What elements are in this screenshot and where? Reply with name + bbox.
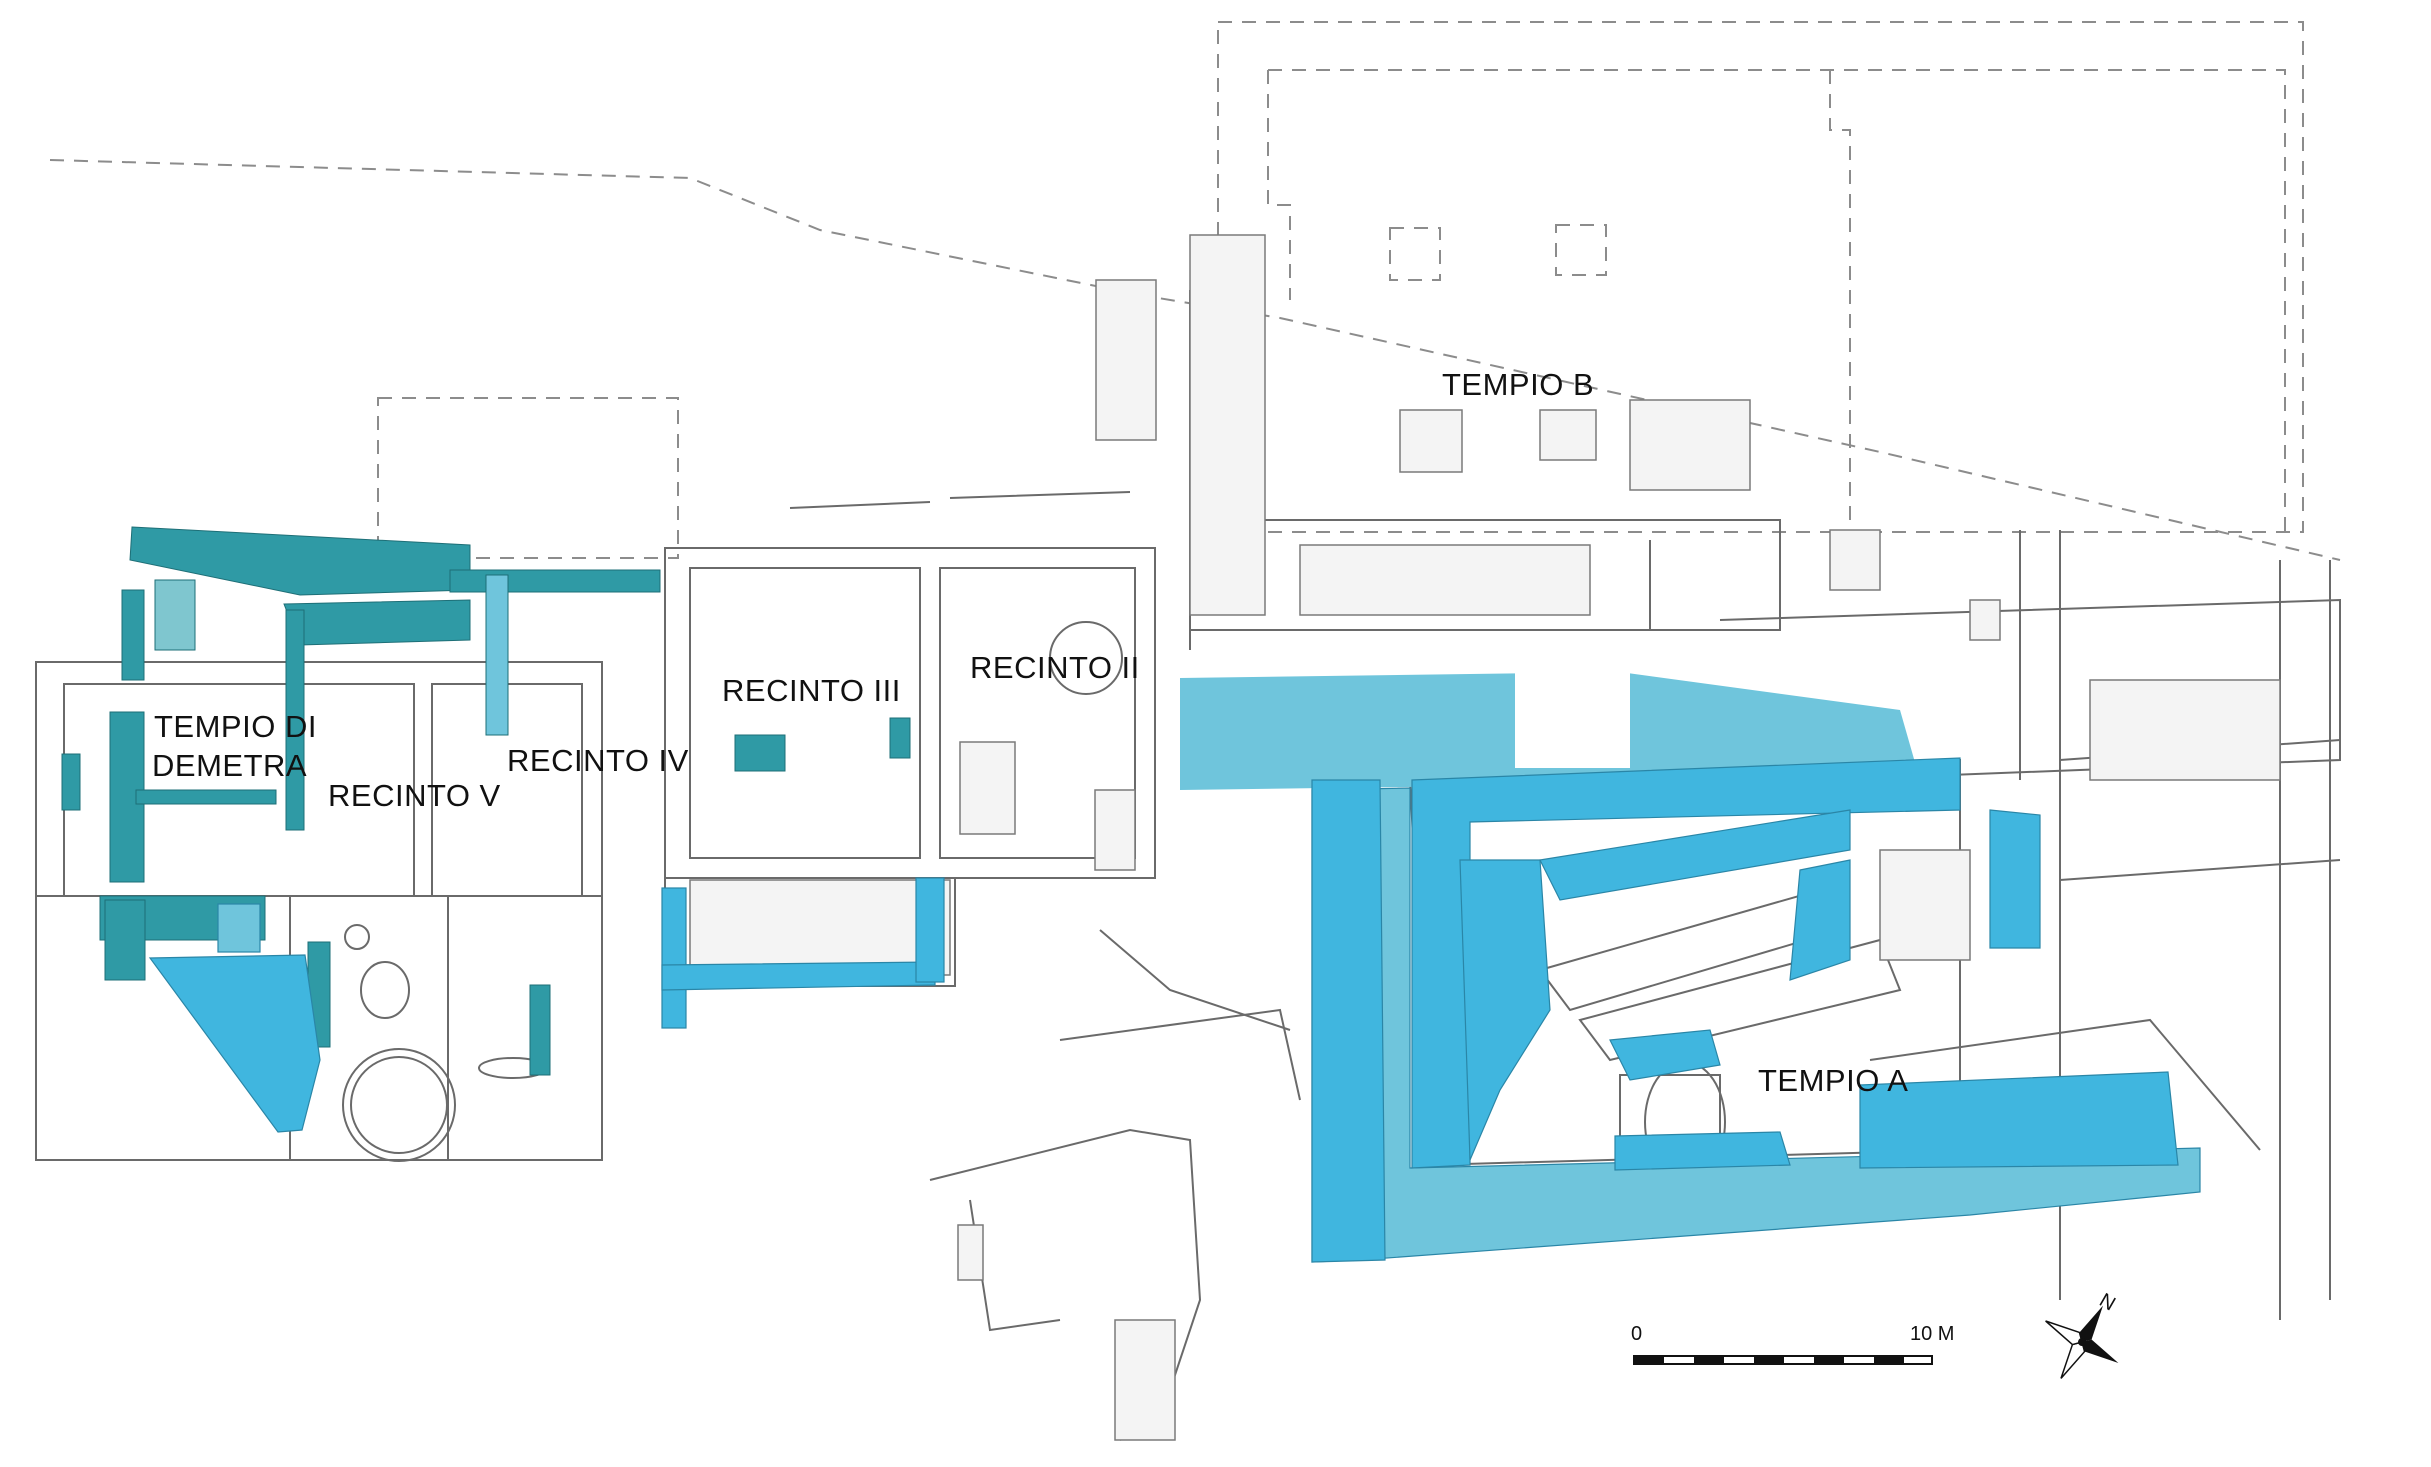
label-demetra: DEMETRA	[152, 748, 307, 783]
label-recinto-ii: RECINTO II	[970, 650, 1140, 685]
scale-end-label: 10 M	[1910, 1323, 1954, 1345]
scale-bar: 0 10 M	[1631, 1323, 1954, 1365]
site-labels: TEMPIO B RECINTO III RECINTO II TEMPIO D…	[152, 367, 1908, 1098]
label-recinto-v: RECINTO V	[328, 778, 501, 813]
excavated-structures	[148, 670, 2201, 1263]
label-recinto-iv: RECINTO IV	[507, 743, 689, 778]
label-tempio-di: TEMPIO DI	[154, 709, 317, 744]
scale-start-label: 0	[1631, 1323, 1642, 1345]
label-tempio-a: TEMPIO A	[1758, 1063, 1908, 1098]
masonry-texture	[689, 234, 2281, 1441]
compass-rose-icon	[2045, 1305, 2119, 1379]
teal-structures	[61, 526, 911, 1076]
label-recinto-iii: RECINTO III	[722, 673, 901, 708]
label-tempio-b: TEMPIO B	[1442, 367, 1594, 402]
